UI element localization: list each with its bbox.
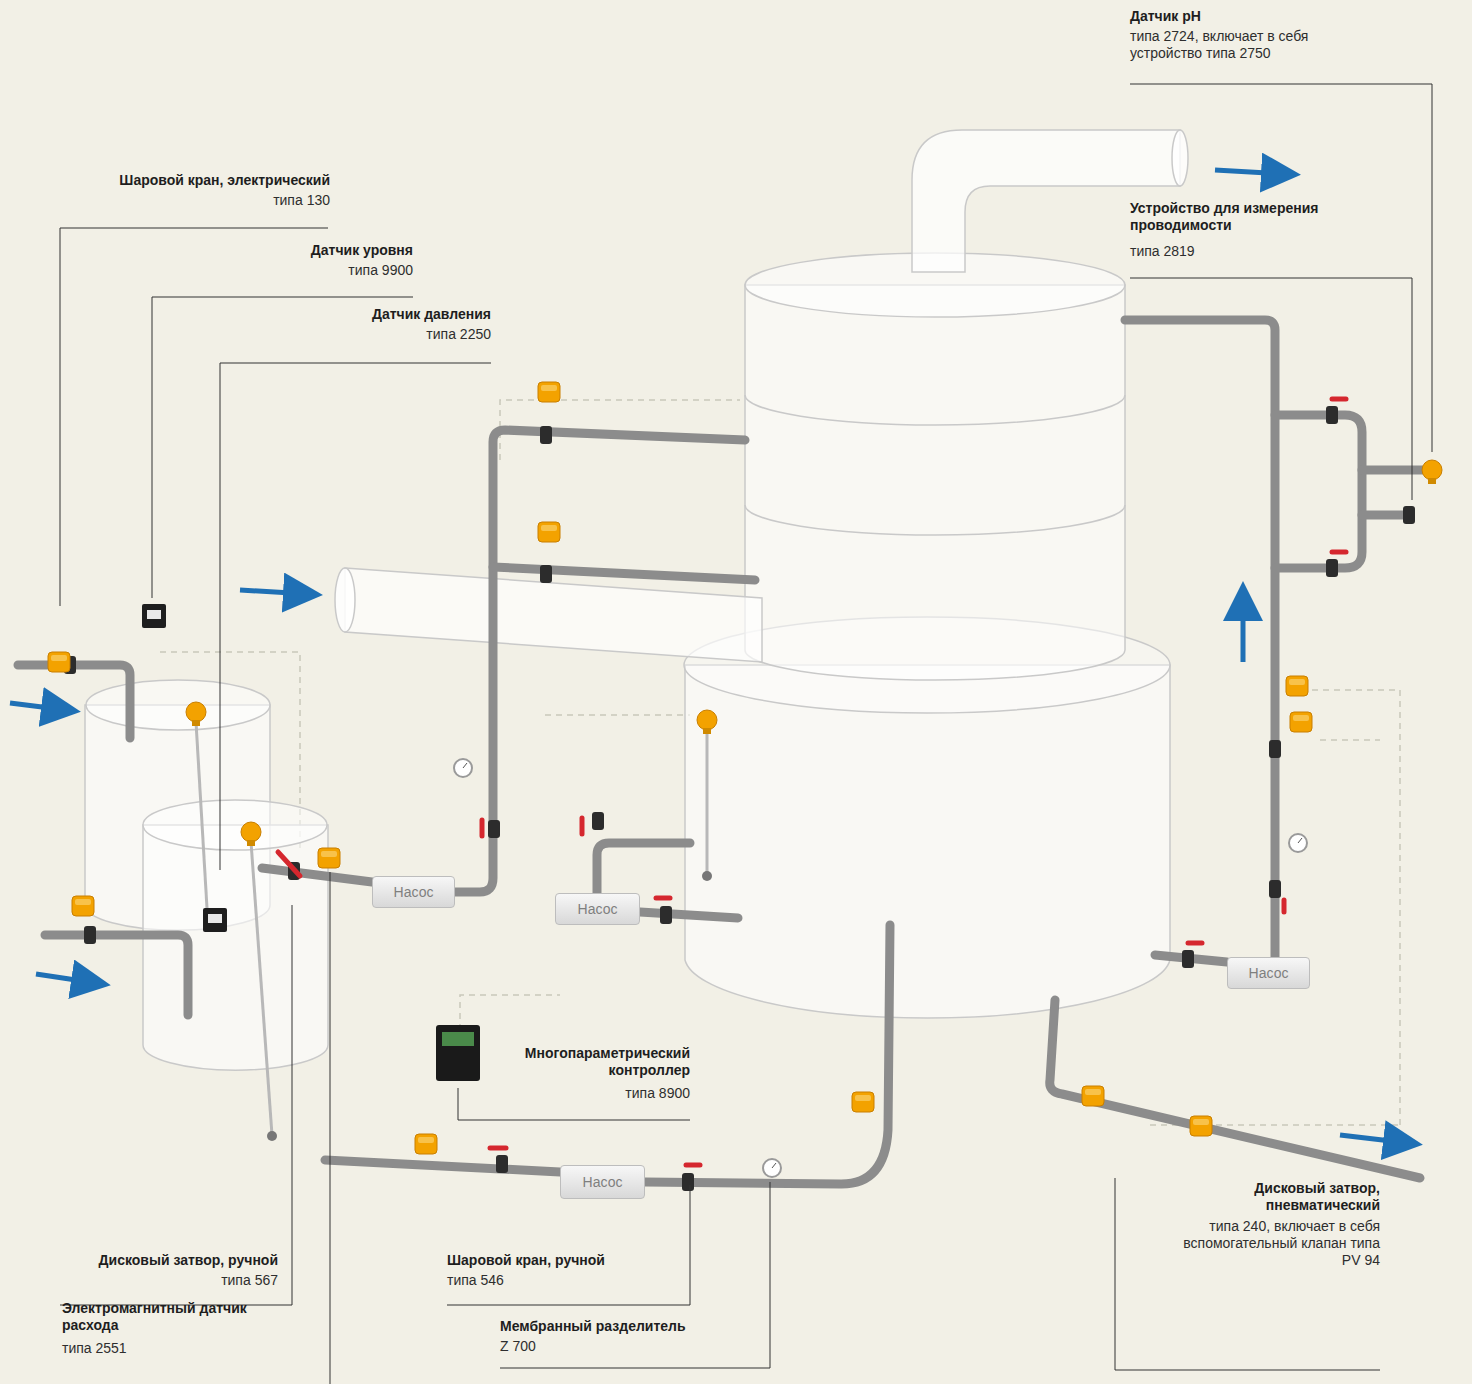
callout-title: Дисковый затвор, ручной [48,1252,278,1269]
callout-type: Z 700 [500,1338,760,1355]
callout-type: типа 2724, включает в себя устройство ти… [1130,28,1350,62]
callout-type: типа 2250 [271,326,491,343]
pump-box: Насос [555,893,640,925]
callout-title: Датчик pH [1130,8,1390,25]
callout-type: типа 8900 [515,1085,690,1102]
callout-title: Электромагнитный датчик расхода [62,1300,267,1334]
pump-label: Насос [583,1174,623,1190]
callout-title: Шаровой кран, ручной [447,1252,687,1269]
pump-box: Насос [372,876,455,908]
pump-box: Насос [1227,957,1310,989]
callout-type: типа 567 [48,1272,278,1289]
callout-title: Дисковый затвор, пневматический [1205,1180,1380,1214]
pump-box: Насос [560,1165,645,1199]
callout-type: типа 2551 [62,1340,267,1357]
callout-title: Устройство для измерения проводимости [1130,200,1345,234]
callout-type: типа 546 [447,1272,687,1289]
callout-title: Мембранный разделитель [500,1318,760,1335]
pump-label: Насос [1249,965,1289,981]
callout-type: типа 9900 [193,262,413,279]
callout-title: Многопараметрический контроллер [515,1045,690,1079]
callout-title: Датчик давления [271,306,491,323]
callout-type: типа 2819 [1130,243,1345,260]
pump-label: Насос [578,901,618,917]
callout-type: типа 240, включает в себя вспомогательны… [1180,1218,1380,1269]
callout-title: Шаровой кран, электрический [70,172,330,189]
callout-type: типа 130 [70,192,330,209]
callout-title: Датчик уровня [193,242,413,259]
pump-label: Насос [394,884,434,900]
